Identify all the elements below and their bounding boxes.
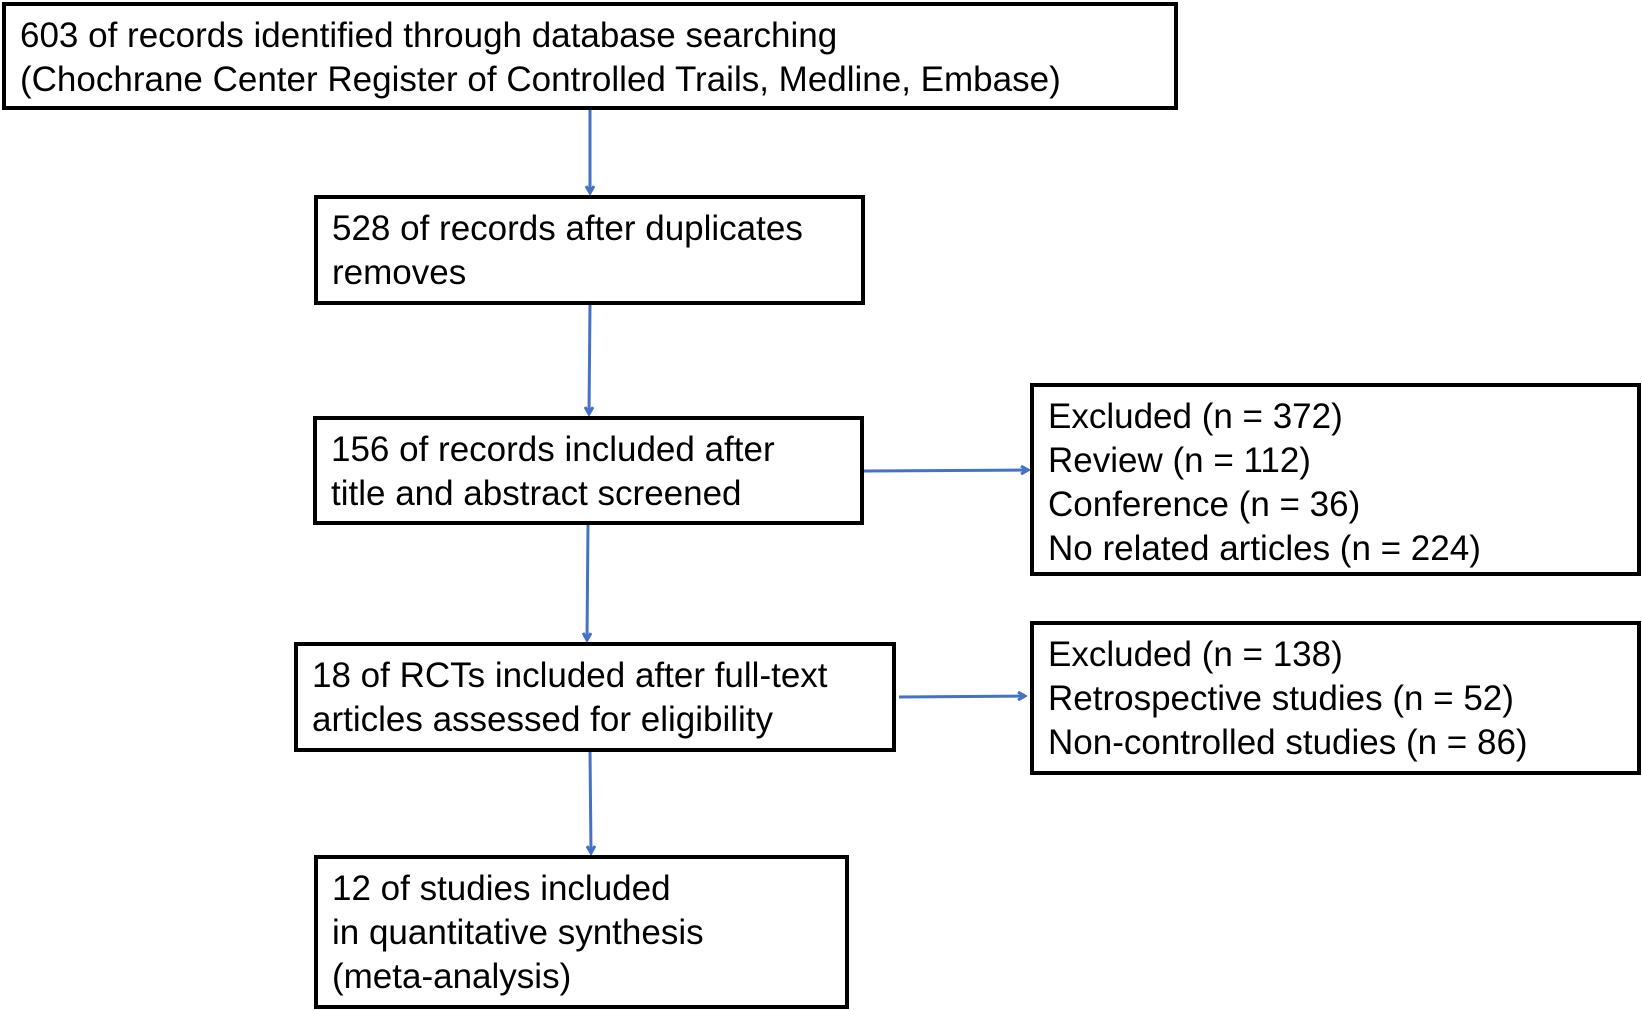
- box-excluded-fulltext: Excluded (n = 138) Retrospective studies…: [1030, 621, 1641, 775]
- box-line: 12 of studies included: [332, 869, 671, 908]
- box-line: No related articles (n = 224): [1048, 529, 1481, 568]
- arrow-screened-to-excluded: [862, 470, 1028, 471]
- box-line: articles assessed for eligibility: [312, 700, 774, 739]
- arrow-deduplicated-to-screened: [589, 303, 590, 414]
- arrow-fulltext-to-excluded: [898, 696, 1025, 697]
- box-line: removes: [332, 253, 467, 292]
- box-line: Retrospective studies (n = 52): [1048, 679, 1514, 718]
- box-records-screened: 156 of records included after title and …: [313, 416, 864, 525]
- box-line: 528 of records after duplicates: [332, 209, 803, 248]
- box-line: (Chochrane Center Register of Controlled…: [20, 60, 1061, 99]
- box-studies-included: 12 of studies included in quantitative s…: [314, 855, 849, 1009]
- box-excluded-screening: Excluded (n = 372) Review (n = 112) Conf…: [1030, 383, 1641, 576]
- box-records-deduplicated: 528 of records after duplicates removes: [314, 195, 865, 305]
- box-line: (meta-analysis): [332, 957, 572, 996]
- box-records-identified: 603 of records identified through databa…: [2, 2, 1178, 110]
- box-line: Conference (n = 36): [1048, 485, 1361, 524]
- box-line: 156 of records included after: [331, 430, 775, 469]
- box-line: Excluded (n = 372): [1048, 397, 1343, 436]
- box-line: Review (n = 112): [1048, 441, 1311, 480]
- box-line: 603 of records identified through databa…: [20, 16, 838, 55]
- box-line: title and abstract screened: [331, 474, 742, 513]
- arrow-screened-to-fulltext: [587, 523, 588, 640]
- box-fulltext-assessed: 18 of RCTs included after full-text arti…: [294, 642, 896, 752]
- box-line: Non-controlled studies (n = 86): [1048, 723, 1528, 762]
- box-line: in quantitative synthesis: [332, 913, 704, 952]
- arrow-fulltext-to-included: [590, 750, 591, 853]
- box-line: 18 of RCTs included after full-text: [312, 656, 828, 695]
- box-line: Excluded (n = 138): [1048, 635, 1343, 674]
